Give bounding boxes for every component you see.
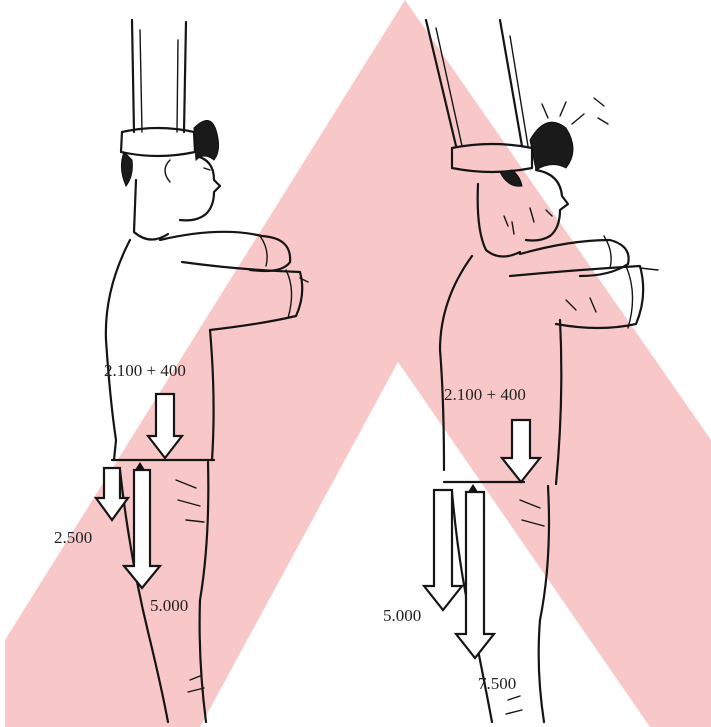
left-small-arrow-label: 2.500 xyxy=(54,529,92,546)
right-large-arrow-label: 7.500 xyxy=(478,675,516,692)
right-upper-load-label: 2.100 + 400 xyxy=(444,386,526,403)
right-small-arrow-label: 5.000 xyxy=(383,607,421,624)
left-large-arrow-label: 5.000 xyxy=(150,597,188,614)
left-upper-load-label: 2.100 + 400 xyxy=(104,362,186,379)
right-pivot-marker xyxy=(468,484,478,492)
right-small-down-arrow xyxy=(424,490,462,610)
